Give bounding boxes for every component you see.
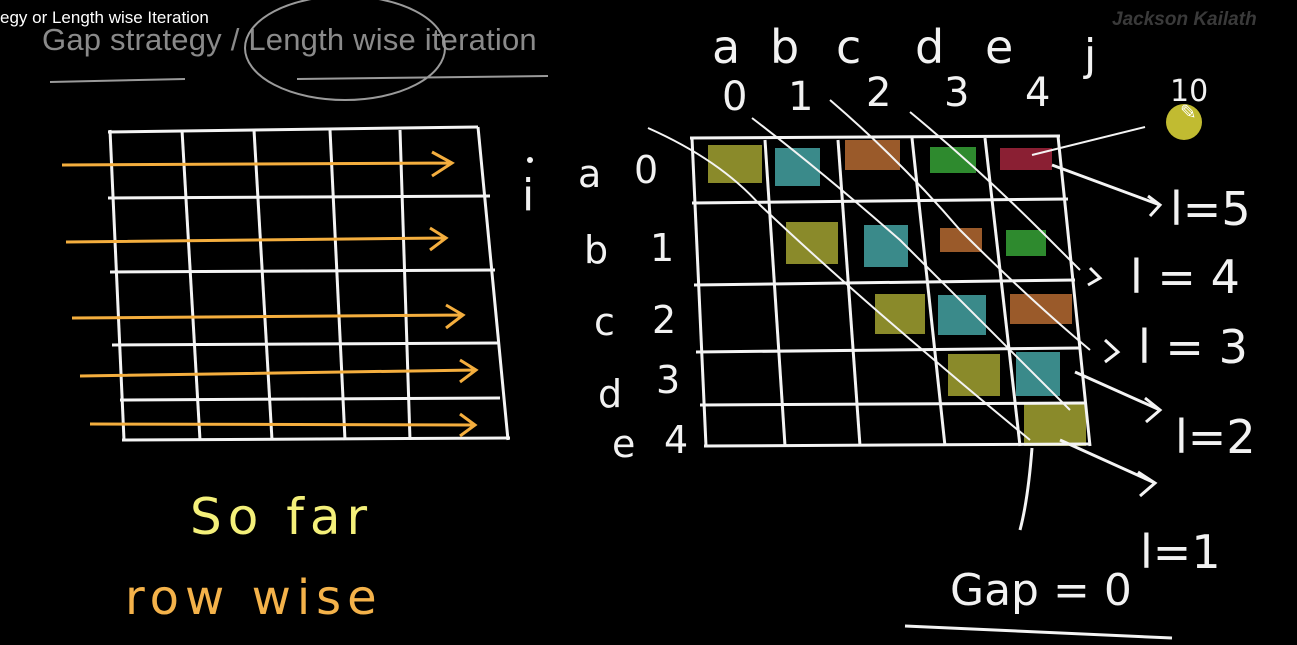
row-number-0: 0 [634,148,659,192]
left-grid [107,125,511,442]
cell-1-4 [1006,230,1046,256]
length-label-5: l=5 [1170,182,1251,236]
row-letter-b: b [584,228,609,272]
arrow-l4 [1087,266,1103,287]
arrow-row-2 [71,303,466,330]
length-label-3: l = 3 [1138,320,1248,374]
right-grid [689,134,1092,448]
video-title: egy or Length wise Iteration [0,8,209,27]
index-label: i [522,170,535,221]
row-number-3: 3 [656,358,681,402]
diagonal-strokes [647,99,1146,441]
title-ellipse [244,0,446,101]
top-number-0: 0 [722,74,748,120]
top-letter-b: b [770,20,800,74]
arrow-row-0 [61,150,455,178]
row-letter-a: a [578,152,602,196]
arrow-row-3 [79,358,479,384]
cell-0-2 [845,140,900,170]
cell-0-3 [930,147,976,173]
top-letter-c: c [836,20,862,74]
index-dot [527,157,533,163]
watermark: Jackson Kailath [1112,9,1257,30]
arrow-l2 [1074,370,1163,424]
row-number-2: 2 [652,298,677,342]
row-number-1: 1 [650,226,675,270]
length-label-1: l=1 [1140,525,1221,579]
top-letter-j: j [1084,30,1097,81]
top-letter-e: e [985,20,1014,74]
top-letter-d: d [915,20,945,74]
arrow-row-4 [89,412,478,438]
row-letter-d: d [598,372,623,416]
arrow-row-1 [65,226,449,252]
arrow-l3 [1103,338,1121,364]
pencil-icon: ✎ [1180,100,1197,124]
note-line2: row wise [125,570,383,626]
dp-cells [708,140,1086,446]
length-label-4: l = 4 [1130,250,1240,304]
length-arrows [904,163,1173,640]
highlight-marker [1166,104,1202,140]
note-line1: So far [190,488,374,546]
title-annotations [49,0,549,101]
arrow-l1 [1059,438,1158,498]
cell-2-2 [875,294,925,334]
gap-underline [904,624,1173,640]
cell-4-4 [1024,404,1086,446]
top-number-1: 1 [788,74,814,120]
length-label-2: l=2 [1175,410,1256,464]
corner-note: 10 [1170,74,1209,109]
gap-label: Gap = 0 [950,565,1132,616]
row-arrows [61,150,479,438]
slide-title: Gap strategy / Length wise iteration [42,22,537,57]
cell-1-2 [864,225,908,267]
row-number-4: 4 [664,418,689,462]
cell-2-4 [1010,294,1072,324]
cell-1-1 [786,222,838,264]
row-letter-c: c [594,300,615,344]
top-number-3: 3 [944,70,970,116]
arrow-l5 [1051,163,1163,218]
cell-3-3 [948,354,1000,396]
top-number-4: 4 [1025,70,1051,116]
top-letter-a: a [712,20,741,74]
cell-3-4 [1016,352,1060,396]
row-letter-e: e [612,422,636,466]
gap-pointer [1018,447,1034,531]
top-number-2: 2 [866,70,892,116]
cell-0-0 [708,145,762,183]
